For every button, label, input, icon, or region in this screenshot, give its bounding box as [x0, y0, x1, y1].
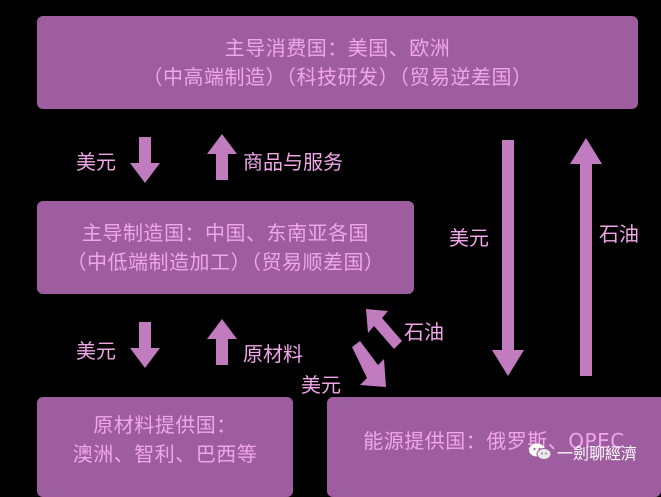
watermark: 一劍聊經濟 [528, 440, 637, 464]
oil-diagonal-arrow [366, 309, 402, 349]
usd-label-2: 美元 [76, 339, 116, 363]
usd-label-3: 美元 [301, 373, 341, 397]
wechat-icon [528, 442, 552, 462]
usd-to-energy-down-arrow [492, 140, 524, 376]
usd-down-arrow-2 [130, 322, 160, 368]
manufacturing-country-roles: （中低端制造加工）（贸易顺差国） [66, 249, 385, 274]
manufacturing-country-box: 主导制造国：中国、东南亚各国 （中低端制造加工）（贸易顺差国） [37, 201, 414, 294]
raw-materials-up-arrow [207, 319, 237, 365]
usd-energy-label: 美元 [449, 226, 489, 250]
goods-up-arrow [207, 134, 237, 180]
oil-label-2: 石油 [404, 320, 444, 344]
manufacturing-country-title: 主导制造国：中国、东南亚各国 [82, 220, 369, 245]
usd-diagonal-arrow [352, 341, 386, 387]
usd-label-1: 美元 [76, 150, 116, 174]
oil-label-1: 石油 [599, 222, 639, 246]
watermark-text: 一劍聊經濟 [557, 444, 638, 463]
goods-services-label: 商品与服务 [243, 150, 343, 174]
consumer-country-roles: （中高端制造）（科技研发）（贸易逆差国） [142, 64, 533, 89]
raw-material-country-title: 原材料提供国： [93, 413, 237, 437]
oil-up-arrow [570, 138, 602, 376]
consumer-country-box: 主导消费国：美国、欧洲 （中高端制造）（科技研发）（贸易逆差国） [37, 16, 638, 109]
consumer-country-title: 主导消费国：美国、欧洲 [224, 35, 451, 60]
raw-materials-label: 原材料 [243, 342, 303, 366]
usd-down-arrow-1 [130, 137, 160, 183]
energy-country-box: 能源提供国：俄罗斯、OPEC [327, 397, 661, 497]
raw-material-country-box: 原材料提供国： 澳洲、智利、巴西等 [37, 397, 293, 497]
raw-material-country-list: 澳洲、智利、巴西等 [72, 442, 258, 466]
energy-country-title: 能源提供国：俄罗斯、OPEC [363, 429, 625, 453]
